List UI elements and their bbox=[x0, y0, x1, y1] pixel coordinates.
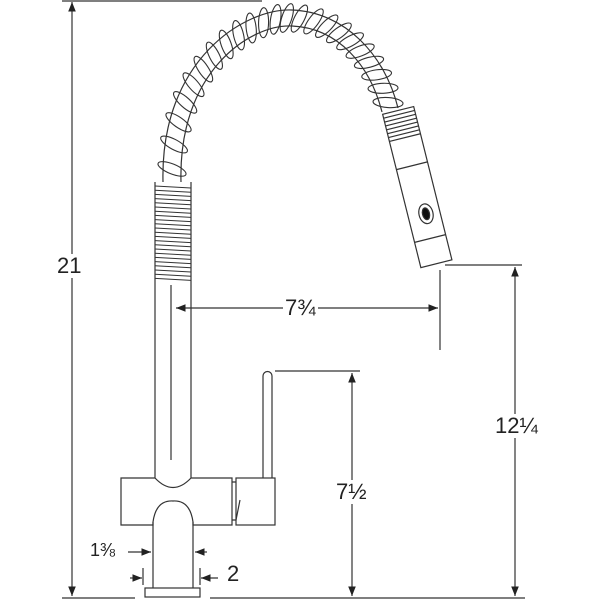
sprayer-head bbox=[381, 105, 453, 269]
shank-diameter-label: 1⅜ bbox=[88, 538, 118, 562]
spring-hose bbox=[157, 3, 404, 183]
spray-button-icon bbox=[418, 203, 434, 225]
faucet-body bbox=[120, 477, 233, 598]
spout-reach-label: 7¾ bbox=[283, 295, 318, 320]
total-height-label: 21 bbox=[55, 253, 84, 278]
spout-height-label: 12¼ bbox=[493, 413, 540, 438]
spout-tube bbox=[154, 182, 192, 478]
handle bbox=[232, 370, 276, 526]
handle-height-label: 7½ bbox=[334, 479, 369, 504]
base-dimension bbox=[130, 568, 218, 585]
base-diameter-label: 2 bbox=[225, 561, 242, 586]
total-height-dimension bbox=[62, 0, 525, 599]
